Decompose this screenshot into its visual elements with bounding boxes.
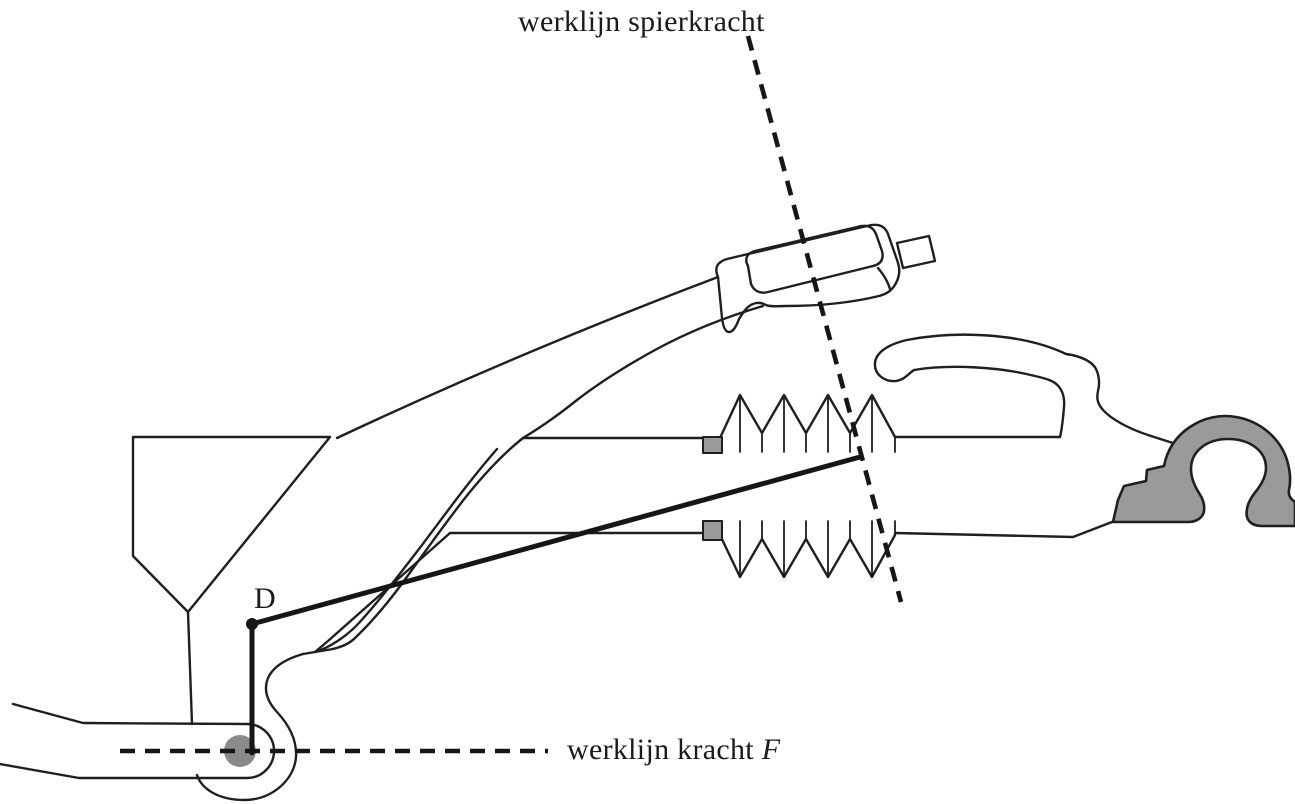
handle-grip-outer <box>715 223 901 334</box>
pivot-hook-loop <box>195 652 305 802</box>
arm-d-to-muscle-line <box>249 454 863 627</box>
label-muscle-line: werklijn spierkracht <box>518 5 765 38</box>
lower-bellows-folds <box>739 520 896 575</box>
lower-bellows <box>718 533 897 579</box>
lower-rod-clamp <box>702 520 723 541</box>
upper-bellows <box>718 393 897 440</box>
tool-outline-group <box>0 223 1178 802</box>
grip-end-cap <box>895 234 937 270</box>
label-force-line-text: werklijn kracht <box>567 733 762 766</box>
gray-hook <box>1111 414 1295 528</box>
linkage-strip-end <box>301 647 335 656</box>
handle-grip-inner-merge <box>876 266 892 291</box>
moment-arm-group <box>249 454 863 756</box>
linkage-strip-line-a <box>313 447 499 654</box>
upper-bellows-folds <box>739 397 896 453</box>
gray-parts-group <box>702 414 1295 541</box>
upper-rod-clamp <box>702 436 723 454</box>
pivot-point <box>224 735 256 767</box>
label-force-symbol: F <box>761 733 781 766</box>
handle-lower-edge <box>331 304 765 651</box>
body-funnel <box>131 435 332 614</box>
right-grip-outline <box>873 333 1178 446</box>
labels-group: werklijn spierkracht werklijn kracht F D <box>254 5 781 766</box>
lower-rod-right <box>893 520 1114 539</box>
lines-of-action-group <box>120 35 904 754</box>
handle-grip-inner <box>745 224 884 294</box>
handle-upper-edge <box>335 275 720 440</box>
lower-handle-bottom-edge <box>0 762 249 780</box>
label-force-line: werklijn kracht F <box>567 733 781 766</box>
label-point-d: D <box>254 582 276 615</box>
body-neck-line <box>186 610 194 726</box>
lower-handle-top-edge <box>11 702 249 726</box>
point-d-dot <box>246 618 258 630</box>
muscle-force-line <box>745 35 904 603</box>
linkage-strip-line-b <box>313 531 452 654</box>
